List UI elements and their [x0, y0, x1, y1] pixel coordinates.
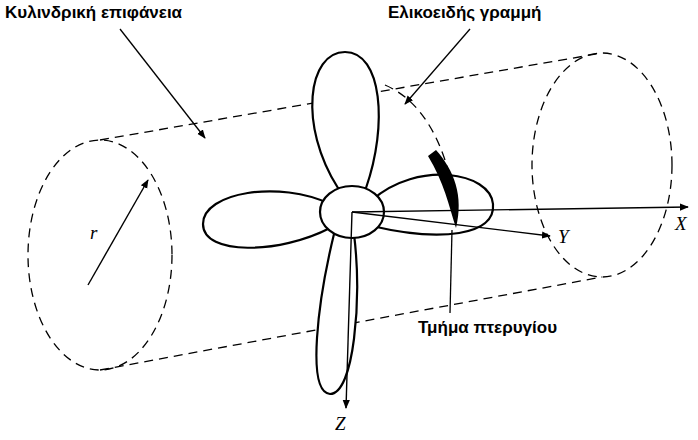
part-label: Κυλινδρική επιφάνεια	[5, 3, 182, 23]
leader-line	[405, 29, 470, 104]
blade	[312, 52, 379, 188]
blade	[203, 191, 330, 247]
cylinder-end	[28, 140, 172, 370]
axis-label: Z	[335, 413, 346, 435]
blade	[372, 175, 493, 235]
axes	[88, 180, 688, 408]
blade-section	[428, 150, 459, 228]
dimension-label: r	[90, 222, 97, 244]
z-axis	[346, 212, 352, 408]
cylinder-end	[532, 53, 672, 277]
axis-label: Y	[558, 226, 569, 248]
leaders	[120, 29, 470, 313]
part-label: Τμήμα πτερυγίου	[418, 318, 557, 338]
radius-arrow	[88, 180, 148, 285]
axis-label: X	[675, 213, 687, 235]
part-label: Ελικοειδής γραμμή	[388, 3, 541, 23]
leader-line	[450, 230, 452, 313]
y-axis	[352, 212, 550, 236]
x-axis	[352, 207, 688, 212]
leader-line	[120, 29, 205, 138]
